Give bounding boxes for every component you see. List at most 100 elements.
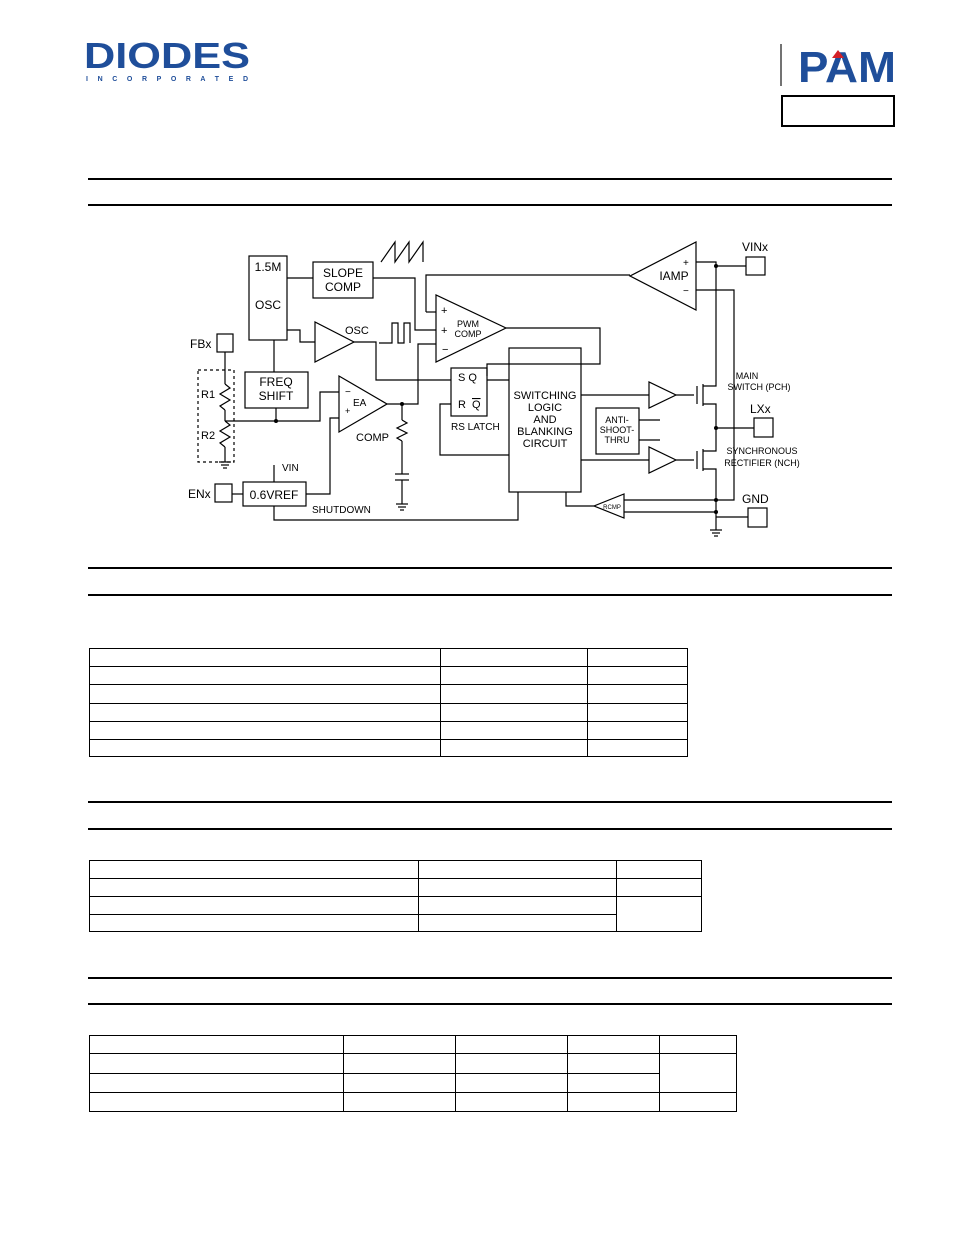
sawtooth-waveform — [380, 240, 424, 264]
table-cell — [440, 666, 588, 685]
enx-pin — [214, 483, 233, 503]
table-cell — [440, 703, 588, 722]
table-cell — [343, 1073, 456, 1093]
switching-label-5: CIRCUIT — [523, 438, 568, 450]
table-cell — [89, 739, 441, 757]
table-cell — [343, 1053, 456, 1074]
ea-plus: + — [345, 406, 350, 416]
table-cell — [616, 878, 702, 897]
square-waveform — [379, 322, 411, 344]
table-cell — [440, 684, 588, 704]
table-cell — [343, 1092, 456, 1112]
table-cell — [587, 703, 688, 722]
table-cell — [418, 860, 617, 879]
table-row — [89, 684, 688, 704]
anti-shoot-thru-block — [595, 407, 640, 455]
iamp-plus: + — [683, 258, 689, 269]
table-cell — [567, 1053, 660, 1074]
lxx-pin — [753, 417, 774, 438]
table-cell — [455, 1092, 568, 1112]
table-cell — [89, 703, 441, 722]
anti-label-2: SHOOT- — [600, 425, 635, 435]
rs-latch — [450, 367, 488, 417]
latch-r-label: R — [458, 399, 466, 411]
iamp-minus: − — [683, 286, 689, 297]
table-row — [89, 1035, 737, 1054]
rs-latch-label: RS LATCH — [451, 422, 500, 433]
table-1 — [89, 648, 688, 757]
freq-label-2: SHIFT — [259, 389, 294, 403]
feedback-divider-box — [197, 369, 235, 463]
table-cell — [587, 739, 688, 757]
switching-label-3: AND — [533, 414, 556, 426]
fbx-label: FBx — [190, 337, 211, 351]
table-cell — [89, 860, 419, 879]
osc-signal-label: OSC — [345, 325, 369, 337]
table-cell — [418, 896, 617, 915]
enx-label: ENx — [188, 487, 211, 501]
table-cell — [587, 666, 688, 685]
table-row — [89, 721, 688, 740]
pch-driver — [648, 381, 678, 409]
table-cell — [89, 648, 441, 667]
table-cell — [89, 896, 419, 915]
rcmp-label: RCMP — [603, 505, 621, 511]
section-rule — [88, 1003, 892, 1005]
vref-label: 0.6VREF — [250, 488, 299, 502]
sync-rect-label-1: SYNCHRONOUS — [726, 446, 797, 456]
table-row — [89, 914, 702, 932]
pwm-plus-2: + — [441, 325, 447, 337]
table-cell — [89, 1092, 344, 1112]
error-amplifier — [338, 374, 389, 434]
rcmp-comparator — [592, 493, 625, 519]
table-cell — [587, 684, 688, 704]
section-rule — [88, 977, 892, 979]
table-cell — [455, 1053, 568, 1074]
table-cell — [440, 739, 588, 757]
brand-name: DIODES — [84, 36, 250, 76]
anti-label-1: ANTI- — [605, 415, 629, 425]
fbx-pin — [216, 333, 234, 353]
iamp-label: IAMP — [659, 269, 688, 283]
switching-label-1: SWITCHING — [514, 390, 577, 402]
diodes-logo: DIODES I N C O R P O R A T E D — [84, 36, 250, 83]
table-2 — [89, 860, 702, 932]
switching-label-2: LOGIC — [528, 402, 562, 414]
slope-label-1: SLOPE — [323, 266, 363, 280]
pwm-label-1: PWM — [457, 319, 479, 329]
section-rule — [88, 178, 892, 180]
nch-driver — [648, 446, 678, 474]
table-cell — [343, 1035, 456, 1054]
gnd-pin — [747, 507, 768, 528]
table-cell — [455, 1073, 568, 1093]
section-rule — [88, 567, 892, 569]
pwm-plus-1: + — [441, 305, 447, 317]
section-rule — [88, 801, 892, 803]
freq-label-1: FREQ — [259, 375, 292, 389]
sync-rect-label-2: RECTIFIER (NCH) — [724, 458, 800, 468]
slope-comp-block — [312, 261, 374, 299]
table-cell — [567, 1092, 660, 1112]
current-amplifier — [628, 241, 697, 311]
r1-label: R1 — [201, 389, 215, 401]
pwm-label-2: COMP — [455, 329, 482, 339]
ea-minus: − — [345, 387, 351, 398]
table-cell — [440, 648, 588, 667]
table-cell — [440, 721, 588, 740]
latch-sq-label: S Q — [458, 372, 477, 384]
osc-block — [248, 255, 288, 341]
vinx-label: VINx — [742, 240, 768, 254]
pwm-minus: − — [442, 344, 448, 356]
table-cell — [89, 1073, 344, 1093]
table-cell — [587, 721, 688, 740]
table-cell — [89, 666, 441, 685]
table-cell — [567, 1035, 660, 1054]
table-cell — [89, 721, 441, 740]
slope-label-2: COMP — [325, 280, 361, 294]
gnd-label: GND — [742, 492, 769, 506]
table-row — [89, 648, 688, 667]
pwm-comparator — [435, 294, 508, 363]
anti-label-3: THRU — [605, 435, 630, 445]
table-row — [89, 739, 688, 757]
table-3 — [89, 1035, 737, 1112]
